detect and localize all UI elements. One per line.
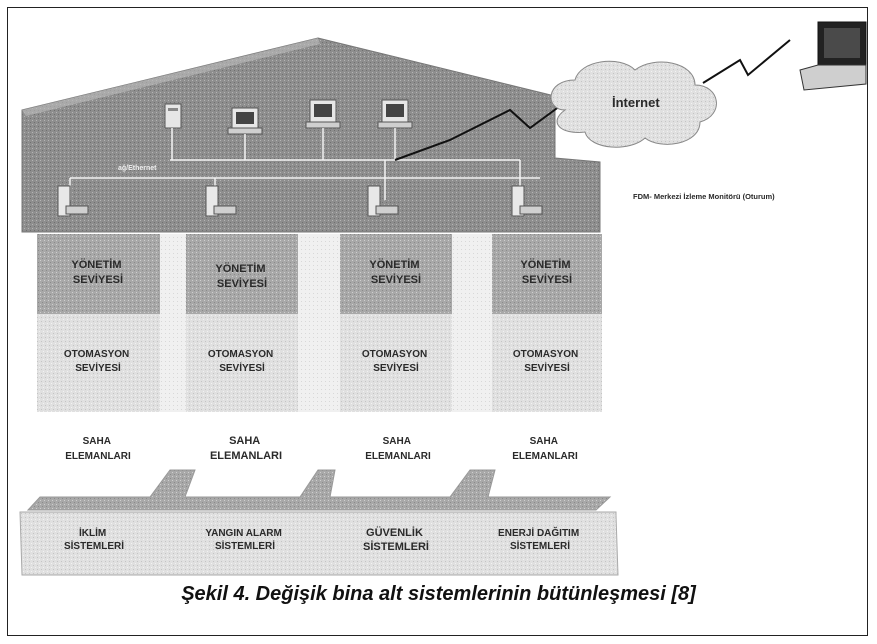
laptop-icon [799,21,867,91]
management-level-label: YÖNETİM SEVİYESİ [369,258,422,286]
system-label: İKLİM SİSTEMLERİ [64,526,124,552]
controller-icon [367,185,399,217]
field-elements-label: SAHA ELEMANLARI [65,436,131,462]
systems-slab [19,511,619,576]
automation-level-label: OTOMASYON SEVİYESİ [362,349,430,374]
automation-level-label: OTOMASYON SEVİYESİ [64,349,132,374]
system-label: ENERJİ DAĞITIM SİSTEMLERİ [498,526,582,552]
field-elements-label: SAHA ELEMANLARI [365,436,431,462]
management-level-label: YÖNETİM SEVİYESİ [520,258,573,286]
figure-caption: Şekil 4. Değişik bina alt sistemlerinin … [181,583,696,605]
system-label: YANGIN ALARM SİSTEMLERİ [205,528,284,552]
management-level-label: YÖNETİM SEVİYESİ [71,258,124,286]
pillar-1 [37,234,186,412]
controller-icon [205,185,237,217]
controller-icon [511,185,543,217]
server-icon [164,103,182,129]
building-roof [21,37,601,233]
pillar-3 [340,234,492,412]
internet-label: İnternet [612,95,660,110]
automation-level-label: OTOMASYON SEVİYESİ [208,349,276,374]
system-label: GÜVENLİK SİSTEMLERİ [363,526,429,553]
automation-level-label: OTOMASYON SEVİYESİ [513,349,581,374]
pillar-2 [186,234,340,412]
workstation-icon [377,99,413,129]
pillar-4 [492,234,602,412]
network-label: ağ/Ethernet [118,165,157,172]
internet-cloud-icon [550,60,717,148]
management-level-label: YÖNETİM SEVİYESİ [215,262,268,290]
field-elements-label: SAHA ELEMANLARI [512,436,578,462]
field-elements-label: SAHA ELEMANLARI [210,435,282,462]
foundation-connector [26,469,612,511]
central-monitoring-label: FDM- Merkezi İzleme Monitörü (Oturum) [633,192,775,201]
workstation-icon [305,99,341,129]
controller-icon [57,185,89,217]
laptop-link [702,39,791,84]
internet-link [394,94,576,161]
workstation-icon [227,107,263,135]
